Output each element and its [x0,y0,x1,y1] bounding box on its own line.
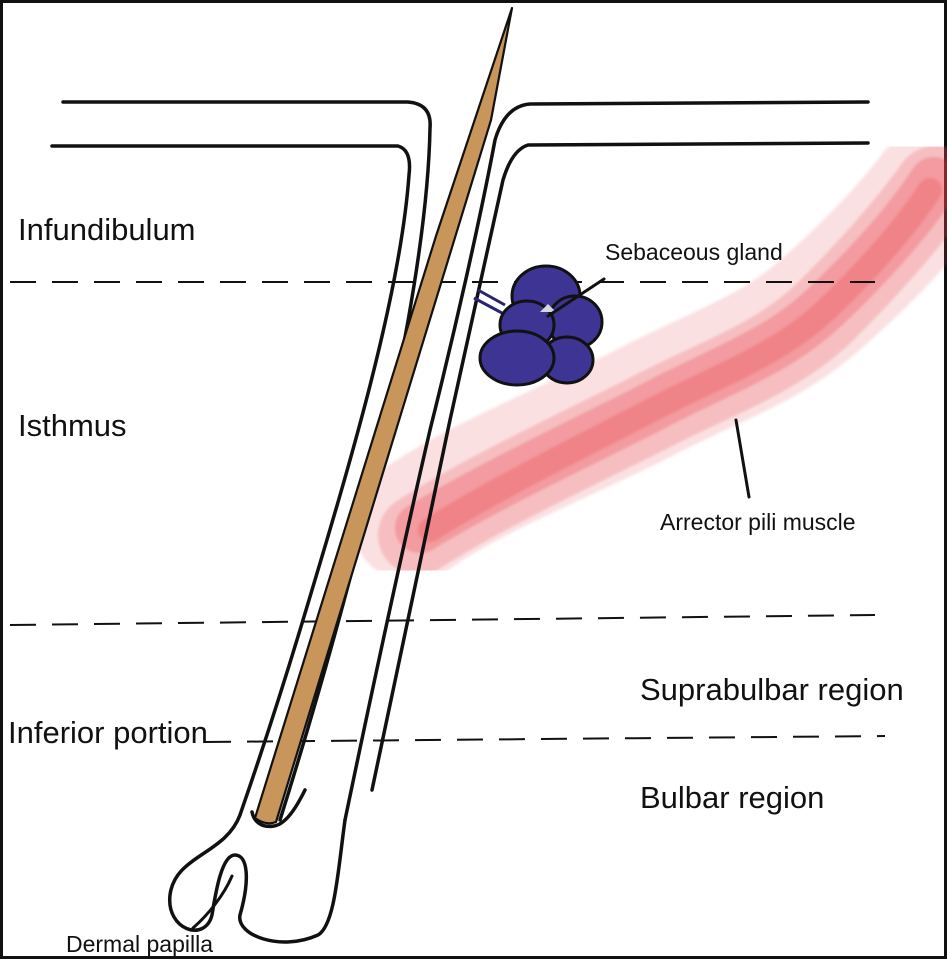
isthmus-inferior-divider [10,615,875,625]
gland-lobe [480,331,554,385]
label-infundibulum: Infundibulum [18,212,196,247]
label-sebaceous-gland: Sebaceous gland [605,239,783,265]
label-bulbar-region: Bulbar region [640,780,824,815]
sebaceous-gland [474,266,602,385]
label-arrector-pili-muscle: Arrector pili muscle [660,509,856,535]
hair-bulb-outline [170,815,345,942]
label-suprabulbar-region: Suprabulbar region [640,672,904,707]
label-inferior-portion: Inferior portion [8,715,208,750]
arrector-pili-pointer [736,420,749,497]
label-dermal-papilla: Dermal papilla [66,931,213,957]
hair-shaft [255,8,512,823]
label-isthmus: Isthmus [18,408,127,443]
